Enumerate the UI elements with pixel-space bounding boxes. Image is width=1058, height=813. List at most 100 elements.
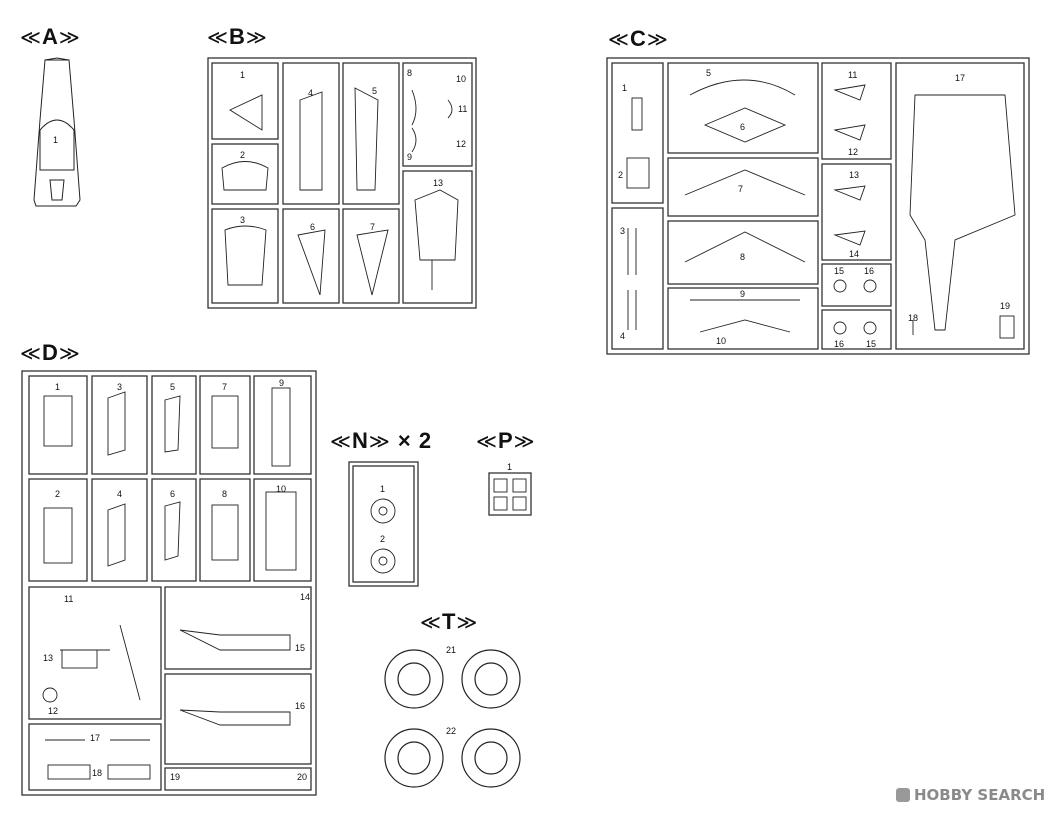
sprue-p-frame [488,472,532,516]
part-number: 8 [407,68,413,78]
part-number: 12 [456,139,467,149]
watermark: HOBBY SEARCH [896,786,1045,804]
part-number: 10 [716,336,727,346]
sprue-n-frame [348,461,419,587]
sprue-n-label: N [351,428,369,453]
part-number: 4 [308,88,314,98]
part-number: 9 [279,378,285,388]
part-number: 17 [955,73,966,83]
sprue-t-title: ≪T≫ [420,609,478,635]
part-number: 2 [55,489,61,499]
part-number: 14 [300,592,311,602]
part-number: 1 [622,83,628,93]
part-number: 5 [372,86,378,96]
part-number: 1 [53,135,59,145]
part-number: 12 [48,706,59,716]
part-number: 14 [849,249,860,259]
sprue-n-title: ≪N≫ × 2 [330,428,432,454]
sprue-d-title: ≪D≫ [20,340,81,366]
part-number: 5 [170,382,176,392]
sprue-d-frame [21,370,317,796]
sprue-b-parts [221,87,459,296]
part-number: 17 [90,733,101,743]
part-number: 12 [848,147,859,157]
part-number: 4 [620,331,626,341]
sprue-p-title: ≪P≫ [476,428,536,454]
part-number: 4 [117,489,123,499]
part-number: 13 [433,178,444,188]
sprue-n-parts [370,498,396,574]
bracket-open: ≪ [608,29,630,51]
sprue-p-label: P [497,428,514,453]
bracket-close: ≫ [58,343,81,365]
part-number: 3 [117,382,123,392]
part-number: 15 [866,339,877,349]
bracket-open: ≪ [420,612,442,634]
part-number: 5 [706,68,712,78]
sprue-n-multiplier: × 2 [397,428,433,453]
bracket-close: ≫ [368,431,391,453]
part-number: 7 [222,382,228,392]
sprue-c-frame [606,57,1030,355]
part-number: 10 [456,74,467,84]
part-number: 16 [864,266,875,276]
part-number: 2 [618,170,624,180]
sprue-t-label: T [441,609,457,634]
bracket-open: ≪ [330,431,352,453]
part-number: 16 [834,339,845,349]
sprue-b-label: B [228,24,246,49]
bracket-open: ≪ [20,27,42,49]
part-number: 11 [64,594,74,604]
part-number: 19 [1000,301,1011,311]
part-number: 21 [446,645,457,655]
sprue-c-label: C [629,26,647,51]
sprue-d-parts [42,387,297,780]
part-number: 6 [740,122,746,132]
bracket-open: ≪ [20,343,42,365]
watermark-text: HOBBY SEARCH [914,786,1046,804]
part-number: 1 [240,70,246,80]
sprue-d-label: D [41,340,59,365]
bracket-close: ≫ [58,27,81,49]
part-number: 18 [92,768,103,778]
part-number: 16 [295,701,306,711]
sprue-a-body-shell [33,57,81,207]
sprue-b-frame [207,57,477,309]
part-number: 11 [848,70,858,80]
bracket-close: ≫ [456,612,479,634]
part-number: 2 [240,150,246,160]
bracket-close: ≫ [513,431,536,453]
part-number: 3 [240,215,246,225]
part-number: 15 [834,266,845,276]
part-number: 9 [740,289,746,299]
part-number: 1 [380,484,386,494]
hobby-search-logo-icon [896,788,910,802]
part-number: 19 [170,772,181,782]
part-number: 22 [446,726,457,736]
part-number: 13 [849,170,860,180]
sprue-c-parts [626,79,1016,339]
part-number: 6 [170,489,176,499]
sprue-t-parts [384,649,521,788]
part-number: 7 [370,222,376,232]
sprue-c-title: ≪C≫ [608,26,669,52]
part-number: 2 [380,534,386,544]
bracket-open: ≪ [476,431,498,453]
bracket-close: ≫ [245,27,268,49]
part-number: 1 [507,462,513,472]
part-number: 15 [295,643,306,653]
part-number: 13 [43,653,54,663]
part-number: 9 [407,152,413,162]
part-number: 3 [620,226,626,236]
sprue-b-title: ≪B≫ [207,24,268,50]
bracket-close: ≫ [646,29,669,51]
part-number: 7 [738,184,744,194]
part-number: 6 [310,222,316,232]
part-number: 20 [297,772,308,782]
sprue-a-title: ≪A≫ [20,24,81,50]
part-number: 18 [908,313,919,323]
sprue-p-parts [493,478,527,511]
part-number: 8 [740,252,746,262]
part-number: 1 [55,382,61,392]
